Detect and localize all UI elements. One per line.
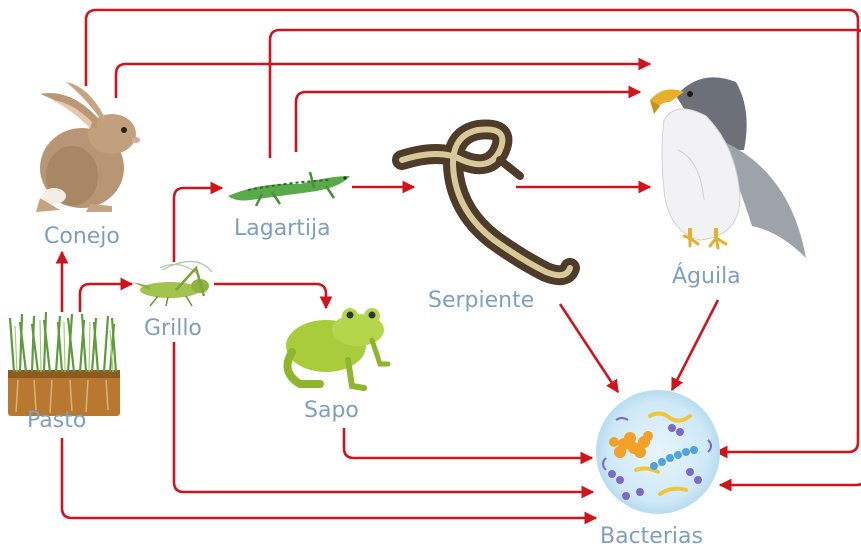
- arrow-grillo-sapo: [214, 284, 326, 308]
- cricket-illustration: [132, 261, 212, 306]
- label-pasto: Pasto: [27, 408, 86, 433]
- lizard-illustration: [228, 172, 350, 206]
- arrow-aguila-bacterias: [672, 300, 718, 390]
- label-serpiente: Serpiente: [428, 288, 534, 313]
- arrow-serpiente-bacterias: [560, 304, 618, 392]
- label-lagartija: Lagartija: [234, 216, 331, 241]
- bacteria-illustration: [596, 390, 720, 514]
- rabbit-illustration: [36, 82, 140, 212]
- label-sapo: Sapo: [304, 398, 359, 423]
- arrow-pasto-grillo: [80, 284, 132, 312]
- grass-illustration: [8, 312, 120, 416]
- label-aguila: Águila: [672, 264, 741, 289]
- arrow-sapo-bacterias: [344, 428, 592, 458]
- frog-illustration: [286, 308, 388, 388]
- eagle-illustration: [650, 77, 806, 258]
- snake-illustration: [402, 129, 570, 275]
- label-grillo: Grillo: [144, 316, 202, 341]
- label-bacterias: Bacterias: [600, 524, 703, 549]
- label-conejo: Conejo: [44, 224, 120, 249]
- arrow-grillo-lagartija: [174, 188, 222, 262]
- arrow-pasto-bacterias: [62, 438, 596, 518]
